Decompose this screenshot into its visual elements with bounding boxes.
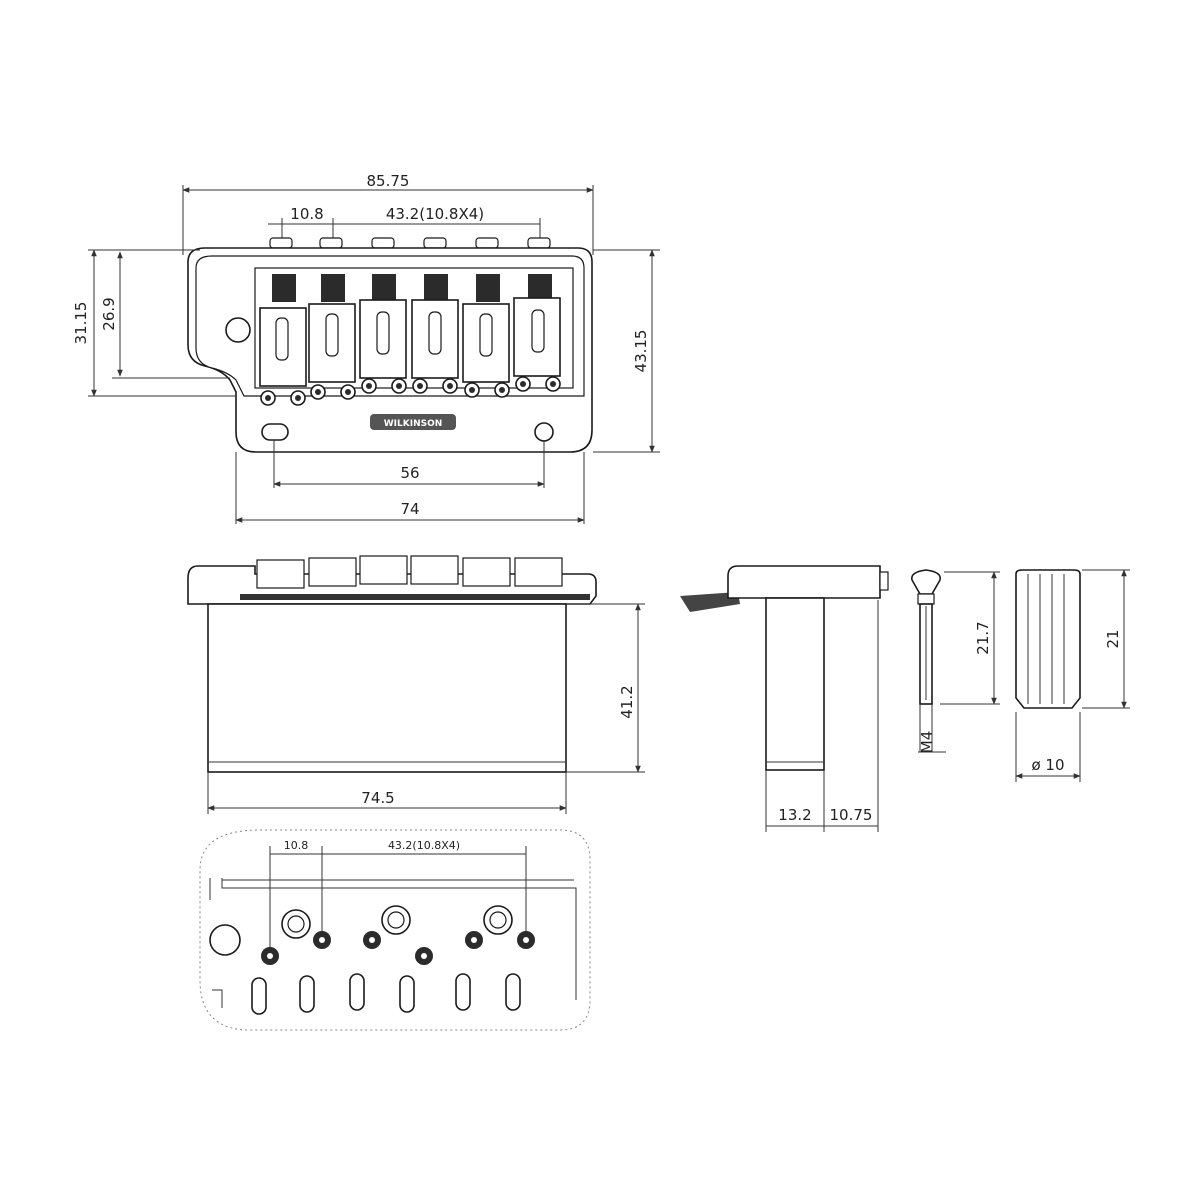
side-view: 41.2 74.5 (187, 555, 645, 814)
bushing: 21 ø 10 (1015, 569, 1130, 782)
dim-right-height: 43.15 (632, 330, 650, 373)
top-view: 85.75 10.8 43.2(10.8X4) (72, 172, 660, 524)
pivot-screw: 21.7 M4 (910, 569, 1000, 754)
dim-block-depth: 13.2 (778, 806, 811, 824)
dim-first-spacing: 10.8 (290, 205, 323, 223)
dim-bushing-length: 21 (1104, 629, 1122, 648)
mount-hole-right (534, 422, 554, 442)
wilkinson-logo (370, 414, 456, 430)
dim-screw-thread: M4 (918, 731, 936, 754)
saddle-screws (260, 376, 561, 406)
dim-base-width: 74 (400, 500, 419, 518)
dim-string-spacing: 43.2(10.8X4) (386, 205, 484, 223)
tremolo-block (207, 603, 567, 773)
dim-offset: 10.75 (830, 806, 873, 824)
mount-hole-left (261, 423, 289, 441)
template-arm-hole (209, 924, 241, 956)
saddles (259, 274, 561, 387)
template-string-slots (251, 973, 521, 1015)
template-posts (281, 905, 513, 939)
template-dim-first-spacing: 10.8 (284, 839, 309, 852)
dim-mount-hole-spacing: 56 (400, 464, 419, 482)
dim-inner-height: 26.9 (100, 297, 118, 330)
string-tabs (269, 237, 551, 249)
template-screw-holes (261, 931, 535, 965)
dim-total-height: 31.15 (72, 302, 90, 345)
dim-overall-width: 85.75 (367, 172, 410, 190)
svg-text:WILKINSON: WILKINSON (384, 419, 443, 429)
dim-block-width: 74.5 (361, 789, 394, 807)
dim-bushing-diameter: ø 10 (1031, 756, 1064, 774)
template-view: 10.8 43.2(10.8X4) (199, 829, 591, 1031)
profile-view: 13.2 10.75 (680, 565, 889, 832)
template-dim-string-spacing: 43.2(10.8X4) (388, 839, 460, 852)
arm-hole (225, 317, 251, 343)
profile-block (765, 597, 825, 771)
dim-screw-length: 21.7 (974, 621, 992, 654)
side-saddles (256, 555, 563, 589)
dim-block-height: 41.2 (618, 685, 636, 718)
